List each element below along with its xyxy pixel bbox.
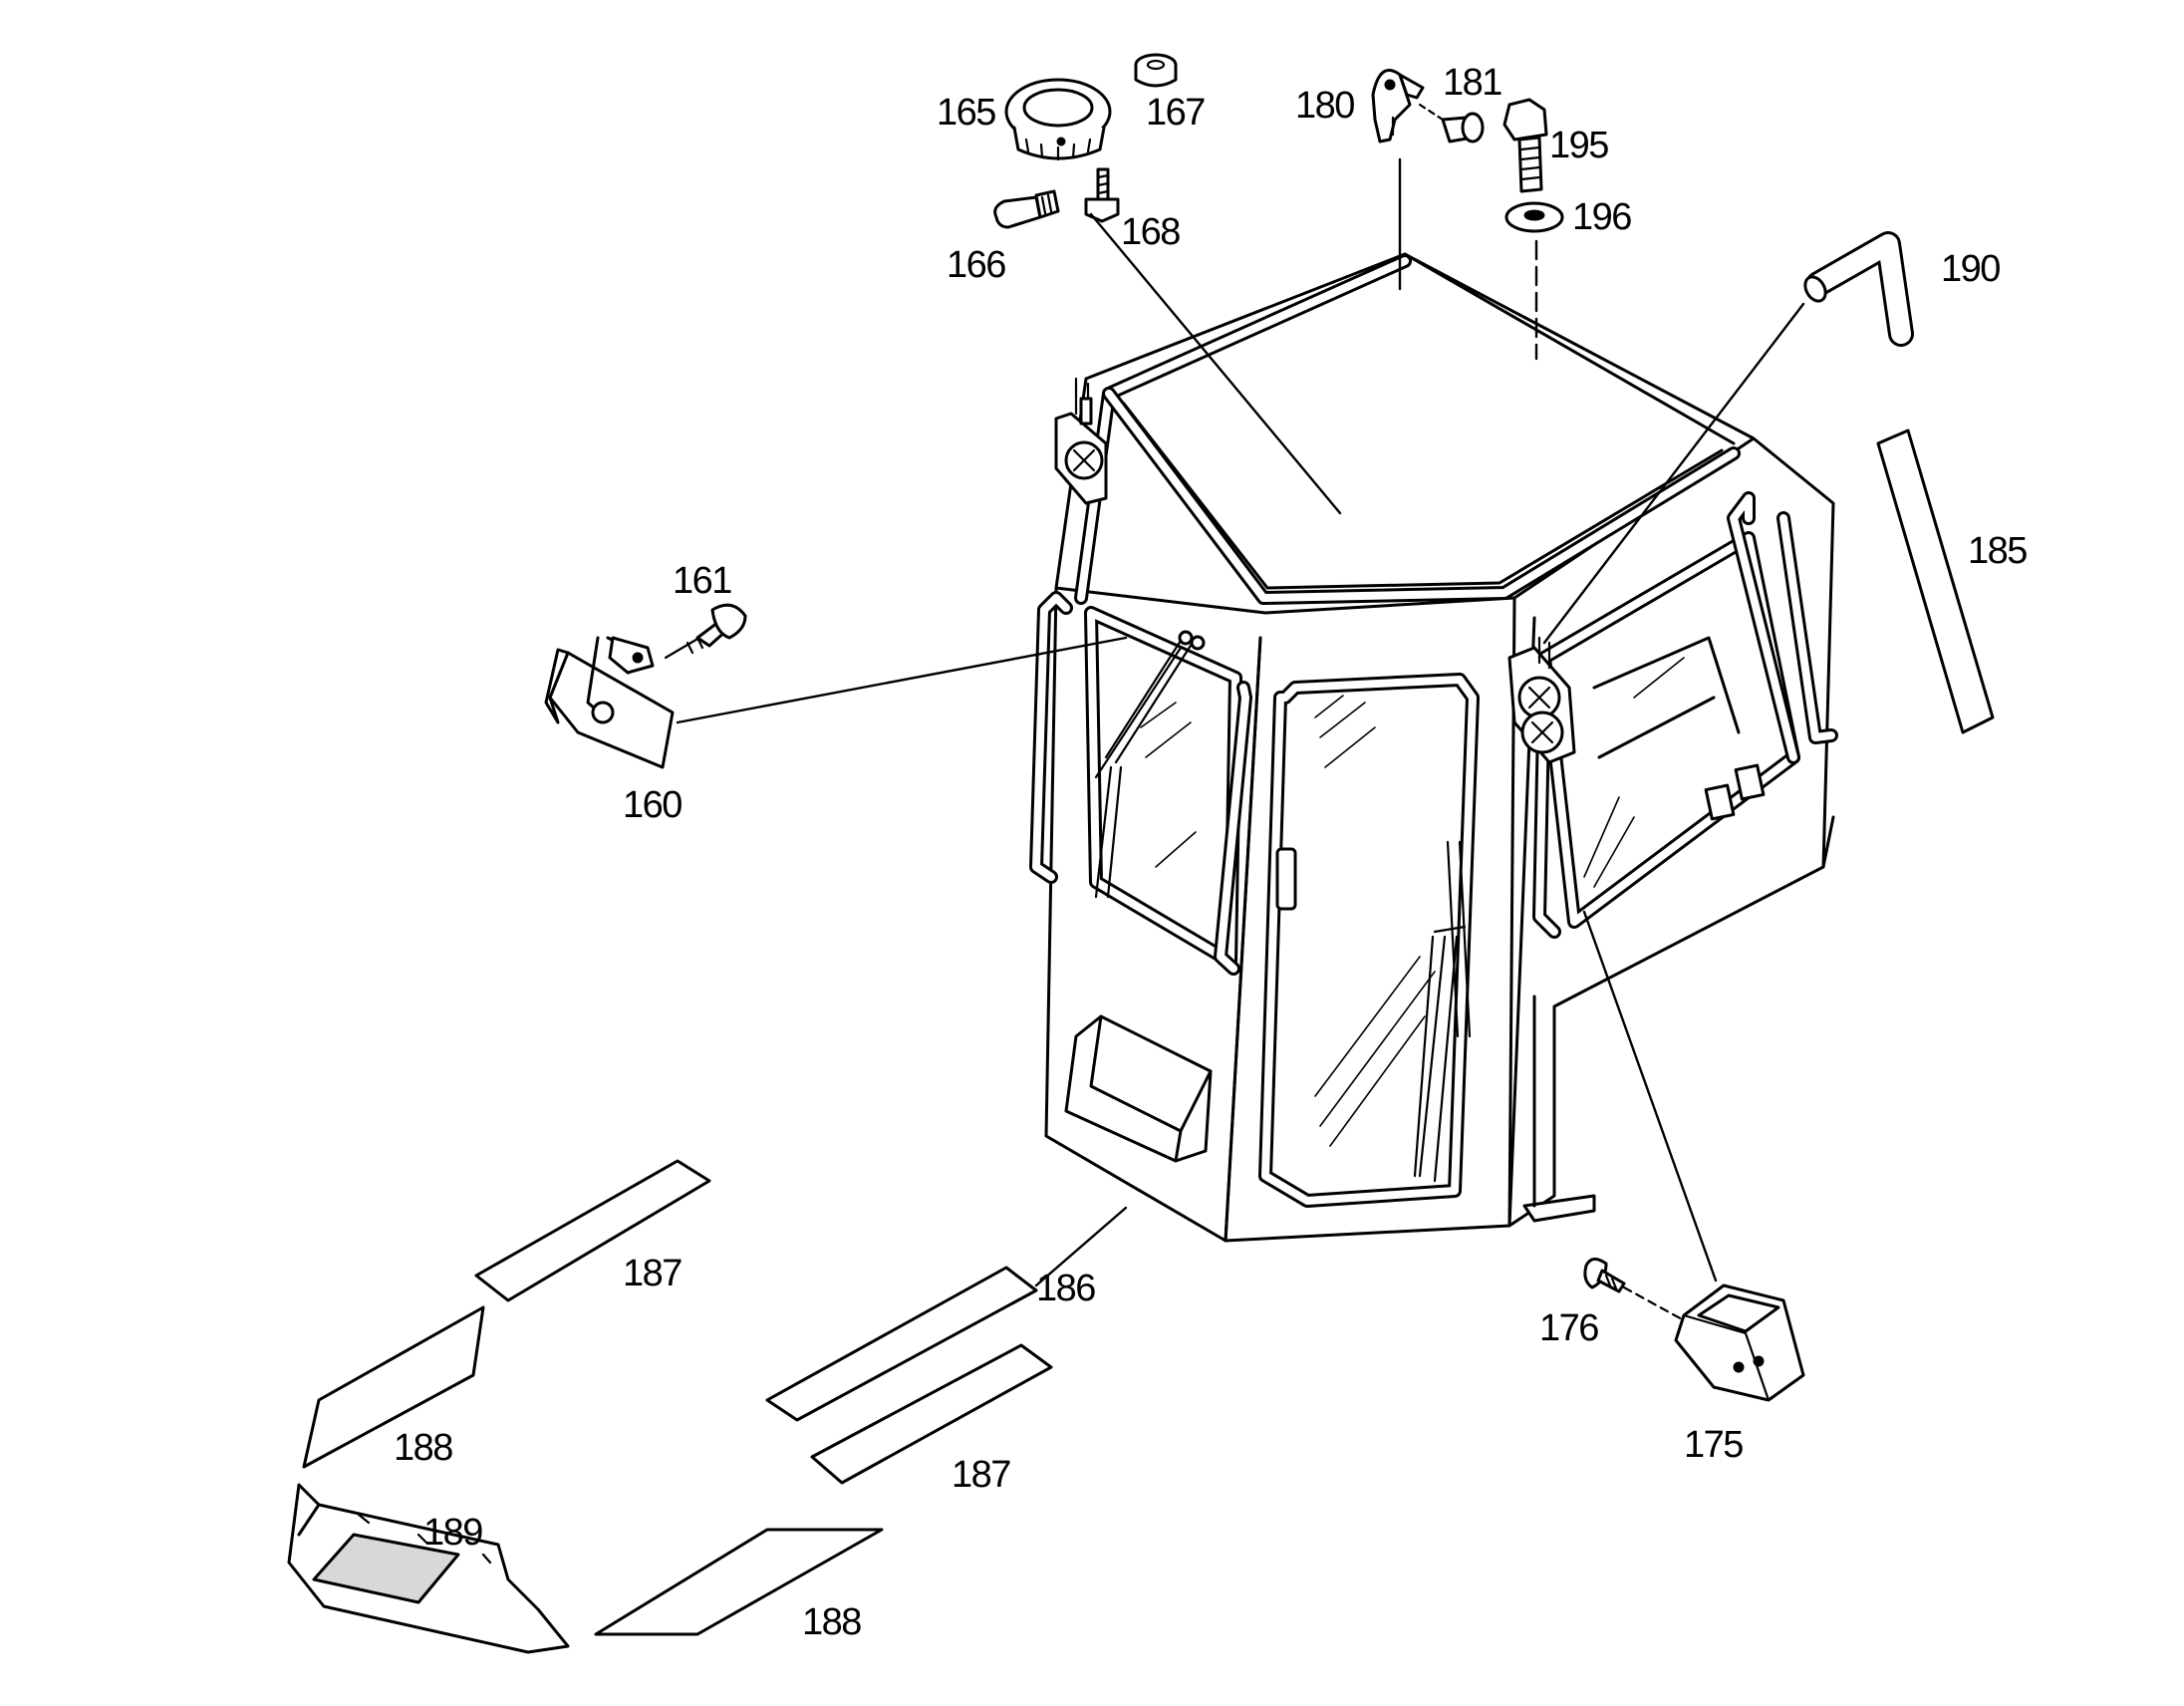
part-187-upper-strip bbox=[474, 1159, 711, 1302]
label-175: 175 bbox=[1684, 1424, 1743, 1466]
part-181-rivet bbox=[1418, 103, 1485, 143]
label-165: 165 bbox=[937, 92, 995, 134]
right-roof-lamp bbox=[1507, 636, 1576, 764]
label-195: 195 bbox=[1549, 125, 1608, 166]
part-186-mat bbox=[765, 1206, 1128, 1422]
cab-body bbox=[1029, 252, 1838, 1243]
part-187-lower-strip bbox=[810, 1343, 1053, 1485]
left-wiper bbox=[1094, 630, 1206, 899]
label-176: 176 bbox=[1539, 1307, 1598, 1349]
label-187-lower: 187 bbox=[952, 1454, 1010, 1496]
part-167-grommet bbox=[1134, 53, 1178, 88]
label-187-upper: 187 bbox=[623, 1253, 682, 1294]
label-168: 168 bbox=[1121, 211, 1180, 253]
part-176-screw bbox=[1583, 1258, 1686, 1322]
label-189: 189 bbox=[423, 1512, 482, 1554]
part-161-screw bbox=[664, 603, 747, 660]
label-180: 180 bbox=[1295, 85, 1354, 127]
part-189-floor-plate bbox=[287, 1483, 570, 1654]
part-166-bulb bbox=[993, 189, 1060, 229]
front-wiper bbox=[1413, 840, 1472, 1183]
part-180-clip bbox=[1371, 69, 1425, 291]
label-161: 161 bbox=[673, 560, 731, 602]
part-188-lower-panel bbox=[594, 1528, 884, 1636]
label-167: 167 bbox=[1146, 92, 1205, 134]
part-190-hose bbox=[1542, 231, 1914, 645]
label-196: 196 bbox=[1572, 196, 1631, 238]
part-175-lamp bbox=[1582, 910, 1805, 1402]
part-196-washer bbox=[1504, 201, 1564, 361]
label-166: 166 bbox=[947, 244, 1005, 286]
label-186: 186 bbox=[1036, 1268, 1095, 1309]
part-160-mirror bbox=[544, 636, 1128, 769]
part-195-bolt bbox=[1502, 98, 1548, 193]
label-190: 190 bbox=[1941, 248, 2000, 290]
label-185: 185 bbox=[1968, 530, 2027, 572]
label-188-lower: 188 bbox=[802, 1601, 861, 1643]
label-181: 181 bbox=[1443, 62, 1502, 104]
part-185-strip bbox=[1876, 428, 1995, 734]
label-160: 160 bbox=[623, 784, 682, 826]
label-188-upper: 188 bbox=[394, 1427, 452, 1469]
left-roof-lamp bbox=[1054, 377, 1108, 505]
part-165-cap bbox=[1004, 78, 1112, 161]
part-168-bolt bbox=[1084, 167, 1342, 515]
part-188-upper-panel bbox=[302, 1305, 485, 1469]
